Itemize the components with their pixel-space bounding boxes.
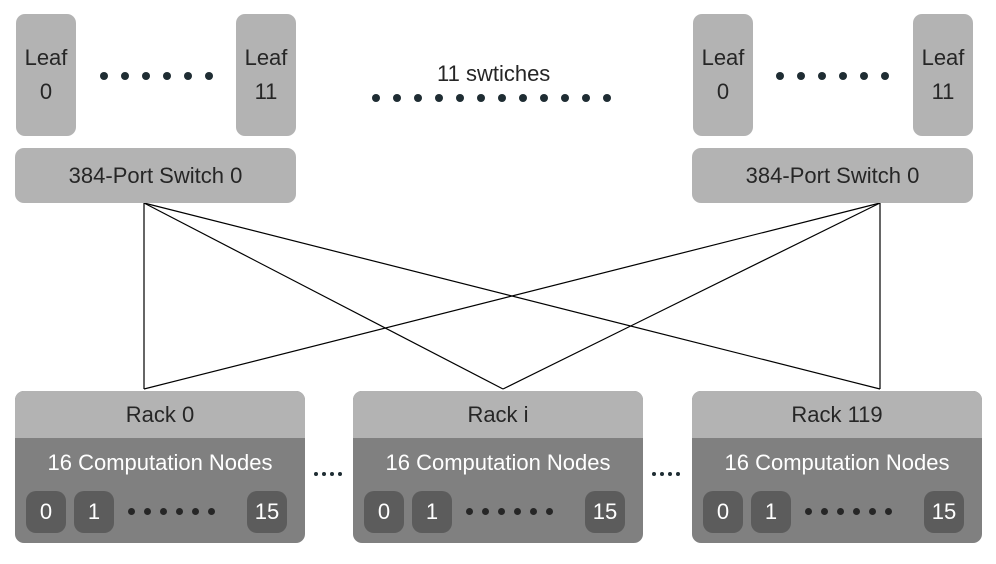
rack-title: Rack 0 xyxy=(15,391,305,438)
right-leaf-ellipsis xyxy=(776,72,889,80)
rack-subtitle: 16 Computation Nodes xyxy=(385,450,611,475)
node-15: 15 xyxy=(585,491,625,533)
left-leaf-ellipsis xyxy=(100,72,213,80)
rack-title: Rack i xyxy=(353,391,643,438)
rack-title: Rack 119 xyxy=(692,391,982,438)
node-15: 15 xyxy=(924,491,964,533)
rack-0: Rack 0 16 Computation Nodes 0 1 15 xyxy=(15,391,305,543)
rack-separator-ellipsis xyxy=(314,472,346,476)
leaf-label: Leaf xyxy=(244,45,288,70)
left-leaf-0: Leaf 0 xyxy=(16,14,76,136)
rack-subtitle: 16 Computation Nodes xyxy=(724,450,950,475)
rack-i: Rack i 16 Computation Nodes 0 1 15 xyxy=(353,391,643,543)
node-0: 0 xyxy=(364,491,404,533)
leaf-number: 11 xyxy=(931,79,955,104)
switch-label: 384-Port Switch 0 xyxy=(745,162,920,188)
switch-label: 384-Port Switch 0 xyxy=(68,162,243,188)
node-0: 0 xyxy=(703,491,743,533)
node-ellipsis xyxy=(466,508,562,515)
node-1: 1 xyxy=(412,491,452,533)
right-leaf-11: Leaf 11 xyxy=(913,14,973,136)
rack-separator-ellipsis xyxy=(652,472,684,476)
leaf-label: Leaf xyxy=(921,45,965,70)
leaf-number: 11 xyxy=(254,79,278,104)
left-leaf-11: Leaf 11 xyxy=(236,14,296,136)
node-1: 1 xyxy=(751,491,791,533)
switches-ellipsis xyxy=(372,94,611,102)
rack-119: Rack 119 16 Computation Nodes 0 1 15 xyxy=(692,391,982,543)
node-ellipsis xyxy=(805,508,901,515)
leaf-label: Leaf xyxy=(24,45,68,70)
right-384-port-switch: 384-Port Switch 0 xyxy=(692,148,973,203)
node-ellipsis xyxy=(128,508,224,515)
rack-subtitle: 16 Computation Nodes xyxy=(47,450,273,475)
switches-caption: 11 swtiches xyxy=(437,61,551,86)
node-0: 0 xyxy=(26,491,66,533)
left-384-port-switch: 384-Port Switch 0 xyxy=(15,148,296,203)
link-right-switch-rack-0 xyxy=(143,202,881,390)
leaf-label: Leaf xyxy=(701,45,745,70)
node-1: 1 xyxy=(74,491,114,533)
link-right-switch-rack-i xyxy=(502,202,881,390)
link-left-switch-rack-i xyxy=(143,202,504,390)
leaf-number: 0 xyxy=(716,79,730,104)
node-15: 15 xyxy=(247,491,287,533)
leaf-number: 0 xyxy=(39,79,53,104)
right-leaf-0: Leaf 0 xyxy=(693,14,753,136)
